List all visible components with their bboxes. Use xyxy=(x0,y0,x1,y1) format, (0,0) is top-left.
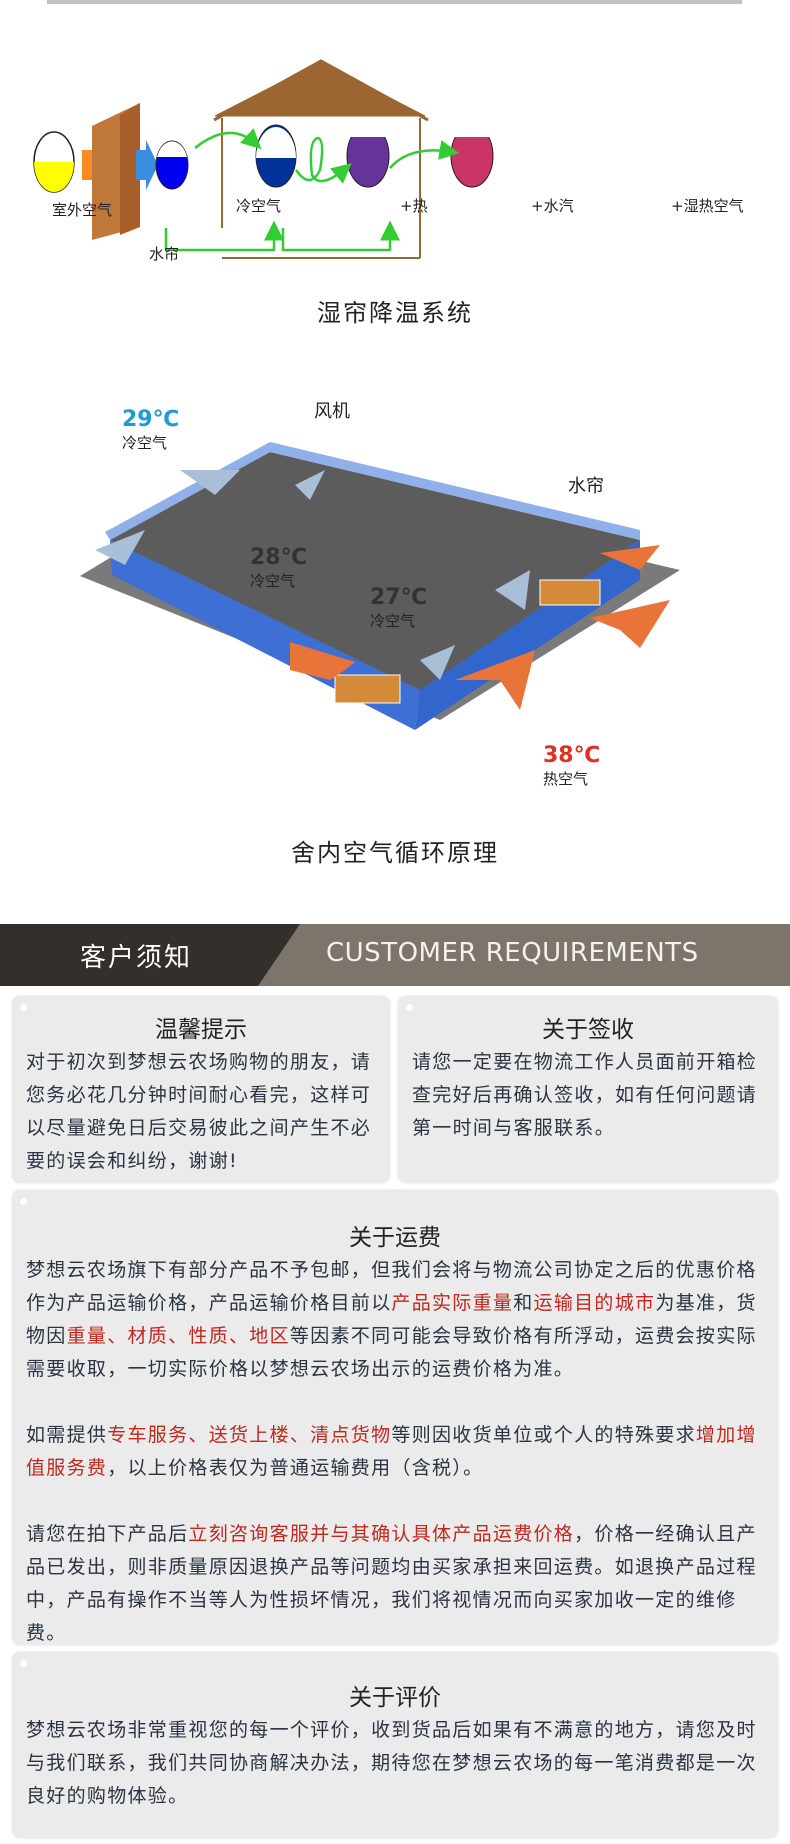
roof xyxy=(110,452,640,690)
temp-38: 38℃ 热空气 xyxy=(543,743,600,789)
label-plus-vapor: +水汽 xyxy=(531,197,574,215)
temp-27: 27℃ 冷空气 xyxy=(370,585,427,631)
header-en: CUSTOMER REQUIREMENTS xyxy=(326,938,699,968)
house-outline xyxy=(213,59,429,259)
temp-value: 38℃ xyxy=(543,743,601,768)
water-curtain-pad xyxy=(92,103,140,240)
card-text: 请您一定要在物流工作人员面前开箱检查完好后再确认签收，如有任何问题请第一时间与客… xyxy=(412,1051,758,1139)
hot-air-arrow xyxy=(82,150,92,180)
shipping-body: 梦想云农场旗下有部分产品不予包邮，但我们会将与物流公司协定之后的优惠价格作为产品… xyxy=(26,1254,764,1650)
card-title: 关于签收 xyxy=(542,1017,634,1043)
card-review: 关于评价 梦想云农场非常重视您的每一个评价，收到货品后如果有不满意的地方，请您及… xyxy=(12,1652,778,1838)
text-segment: 等因素不同可能会导致价格有所浮动，运费会按实际需要收取，一切实际价格以梦想云农场… xyxy=(26,1325,757,1380)
card-tips: 温馨提示 对于初次到梦想云农场购物的朋友，请您务必花几分钟时间耐心看完，这样可以… xyxy=(12,996,390,1183)
bubble-vapor xyxy=(346,121,390,188)
header-cn: 客户须知 xyxy=(80,943,193,973)
highlight-text: 增加增值服务费 xyxy=(26,1424,757,1479)
highlight-text: 重量、材质、性质、地区 xyxy=(66,1325,290,1347)
highlight-text: 立刻咨询客服并与其确认具体产品运费价格 xyxy=(188,1523,575,1545)
temp-29: 29℃ 冷空气 xyxy=(122,407,179,453)
shipping-paragraph: 梦想云农场旗下有部分产品不予包邮，但我们会将与物流公司协定之后的优惠价格作为产品… xyxy=(26,1254,764,1386)
text-segment: 梦想云农场旗下有部分产品不予包邮，但我们会将与物流公司协定之后的优惠价格作为产品… xyxy=(26,1259,757,1314)
hot-air-arrows xyxy=(290,545,670,710)
label-fan: 风机 xyxy=(314,401,350,422)
diagram2-caption: 舍内空气循环原理 xyxy=(291,839,499,867)
label-outside-air: 室外空气 xyxy=(52,201,113,219)
label-plus-heat: +热 xyxy=(400,197,428,215)
card-shipping: 关于运费 梦想云农场旗下有部分产品不予包邮，但我们会将与物流公司协定之后的优惠价… xyxy=(12,1190,778,1645)
temp-label: 冷空气 xyxy=(370,612,416,630)
shipping-paragraph: 如需提供专车服务、送货上楼、清点货物等则因收货单位或个人的特殊要求增加增值服务费… xyxy=(26,1419,764,1485)
text-segment: ，价格一经确认且产品已发出，则非质量原因退换产品等问题均由买家承担来回运费。如退… xyxy=(26,1523,757,1644)
cool-air-arrows xyxy=(95,470,530,680)
wet-curtain-diagram xyxy=(33,59,494,259)
card-text: 梦想云农场非常重视您的每一个评价，收到货品后如果有不满意的地方，请您及时与我们联… xyxy=(26,1719,757,1807)
label-humid-air: +湿热空气 xyxy=(671,197,744,215)
temp-label: 热空气 xyxy=(543,770,589,788)
text-segment: 等则因收货单位或个人的特殊要求 xyxy=(391,1424,696,1446)
shipping-paragraph: 请您在拍下产品后立刻咨询客服并与其确认具体产品运费价格，价格一经确认且产品已发出… xyxy=(26,1518,764,1650)
bubble-cold xyxy=(155,140,189,190)
air-circulation-diagram xyxy=(80,442,680,730)
card-sign: 关于签收 请您一定要在物流工作人员面前开箱检查完好后再确认签收，如有任何问题请第… xyxy=(398,996,778,1183)
diagram1-caption: 湿帘降温系统 xyxy=(317,299,473,327)
text-segment: 如需提供 xyxy=(26,1424,108,1446)
temp-value: 28℃ xyxy=(250,545,308,570)
temp-value: 27℃ xyxy=(370,585,428,610)
highlight-text: 产品实际重量 xyxy=(391,1292,514,1314)
bubble-outside xyxy=(33,131,75,193)
card-title: 关于运费 xyxy=(349,1225,441,1251)
bubble-humid xyxy=(450,121,494,188)
text-segment: 和 xyxy=(513,1292,534,1314)
label-cold-air: 冷空气 xyxy=(236,197,282,215)
temp-value: 29℃ xyxy=(122,407,180,432)
temp-label: 冷空气 xyxy=(250,572,296,590)
text-segment: 为基准，货物因 xyxy=(26,1292,757,1347)
temp-label: 冷空气 xyxy=(122,434,168,452)
card-text: 对于初次到梦想云农场购物的朋友，请您务必花几分钟时间耐心看完，这样可以尽量避免日… xyxy=(26,1051,372,1172)
label-water-curtain: 水帘 xyxy=(149,245,180,263)
top-divider xyxy=(47,0,742,4)
customer-requirements-header: 客户须知 CUSTOMER REQUIREMENTS xyxy=(0,924,790,986)
bubble-heat xyxy=(255,124,297,188)
text-segment: ，以上价格表仅为普通运输费用（含税）。 xyxy=(107,1457,484,1479)
text-segment: 请您在拍下产品后 xyxy=(26,1523,189,1545)
highlight-text: 专车服务、送货上楼、清点货物 xyxy=(107,1424,392,1446)
temp-28: 28℃ 冷空气 xyxy=(250,545,307,591)
card-title: 关于评价 xyxy=(349,1685,441,1711)
label-curtain: 水帘 xyxy=(568,476,604,497)
highlight-text: 运输目的城市 xyxy=(533,1292,656,1314)
cool-air-arrow xyxy=(136,140,158,190)
card-title: 温馨提示 xyxy=(155,1017,247,1043)
